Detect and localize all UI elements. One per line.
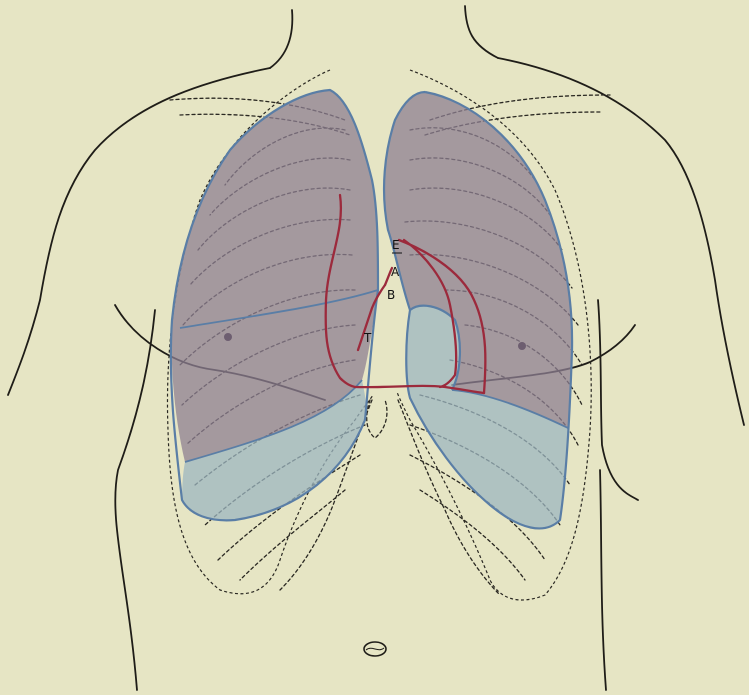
right-nipple <box>518 342 526 350</box>
body-side-right <box>598 300 638 690</box>
neck-right <box>465 6 498 58</box>
label-e: E <box>392 238 400 252</box>
navel <box>364 642 386 656</box>
left-nipple <box>224 333 232 341</box>
left-lung <box>171 90 378 520</box>
label-a: A <box>391 265 400 279</box>
torso-outline <box>8 6 744 690</box>
label-t: T <box>363 331 372 345</box>
neck-left <box>270 10 292 68</box>
navel-mark <box>366 648 384 650</box>
label-b: B <box>387 288 395 302</box>
body-side-left <box>115 310 155 690</box>
